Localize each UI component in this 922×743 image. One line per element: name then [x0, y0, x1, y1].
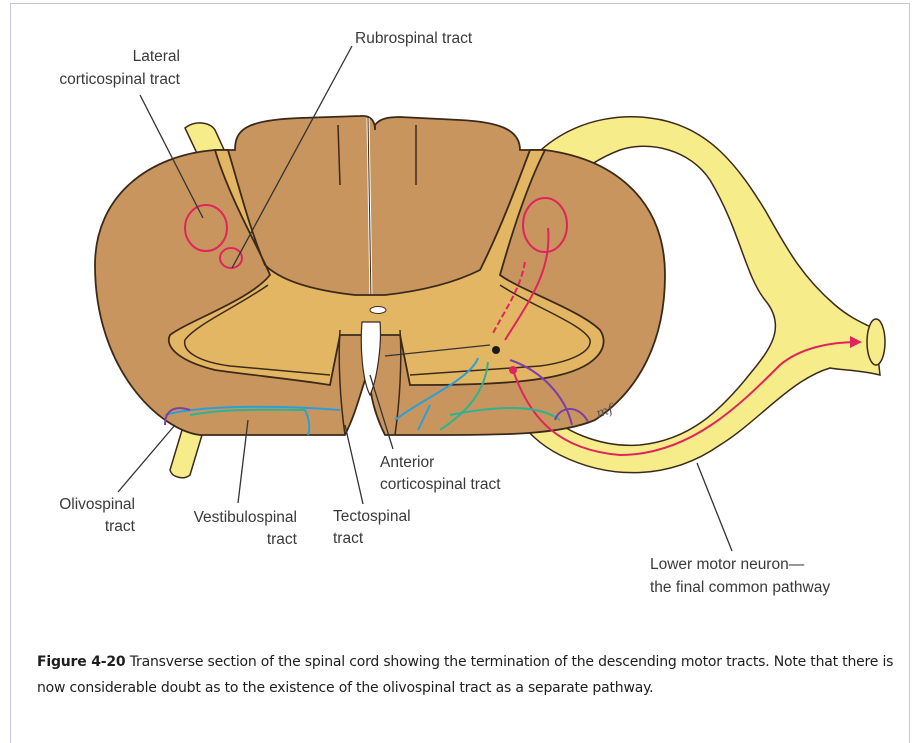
artist-signature: mf [594, 401, 617, 422]
lower-motor-neuron-nerve [499, 116, 881, 474]
label-tectospinal-1: Tectospinal [333, 508, 411, 525]
label-vestibulospinal-2: tract [267, 531, 298, 548]
olivospinal-tract-path [164, 359, 589, 426]
label-lateral-corticospinal-2: corticospinal tract [59, 71, 180, 88]
tectospinal-tract-path [164, 357, 479, 421]
leader-tectospinal [344, 424, 364, 505]
spinal-cord-diagram: Lateral corticospinal tract Rubrospinal … [59, 30, 886, 596]
nerve-cut-end [866, 318, 886, 366]
rubrospinal-tract-left [219, 247, 243, 269]
vestibulospinal-tract-path [189, 361, 561, 431]
leader-lateral-corticospinal [139, 94, 204, 219]
label-lateral-corticospinal-1: Lateral [133, 48, 180, 65]
caption-text: Transverse section of the spinal cord sh… [37, 654, 894, 696]
label-anterior-corticospinal-2: corticospinal tract [380, 476, 501, 493]
leader-olivospinal [117, 424, 176, 493]
leader-anterior-corticospinal [369, 374, 394, 450]
figure-caption: Figure 4-20 Transverse section of the sp… [37, 650, 897, 701]
label-lower-motor-neuron-2: the final common pathway [650, 579, 830, 596]
label-olivospinal-2: tract [105, 518, 136, 535]
label-rubrospinal: Rubrospinal tract [355, 30, 473, 47]
gray-matter [168, 149, 605, 387]
label-lower-motor-neuron-1: Lower motor neuron— [650, 556, 805, 573]
caption-label: Figure 4-20 [37, 654, 126, 670]
label-anterior-corticospinal-1: Anterior [380, 454, 434, 471]
leader-vestibulospinal [237, 419, 249, 504]
lateral-corticospinal-tract-left [184, 204, 228, 252]
label-olivospinal-1: Olivospinal [59, 496, 135, 513]
lateral-corticospinal-tract-right [522, 197, 568, 253]
label-vestibulospinal-1: Vestibulospinal [194, 509, 297, 526]
white-matter [94, 115, 666, 436]
label-tectospinal-2: tract [333, 530, 364, 547]
central-canal [369, 306, 387, 314]
figure-frame [10, 3, 910, 743]
leader-lower-motor-neuron [696, 462, 733, 552]
leader-inner [384, 344, 491, 357]
lower-motor-neuron-axon [512, 341, 859, 457]
leader-rubrospinal [231, 45, 353, 269]
